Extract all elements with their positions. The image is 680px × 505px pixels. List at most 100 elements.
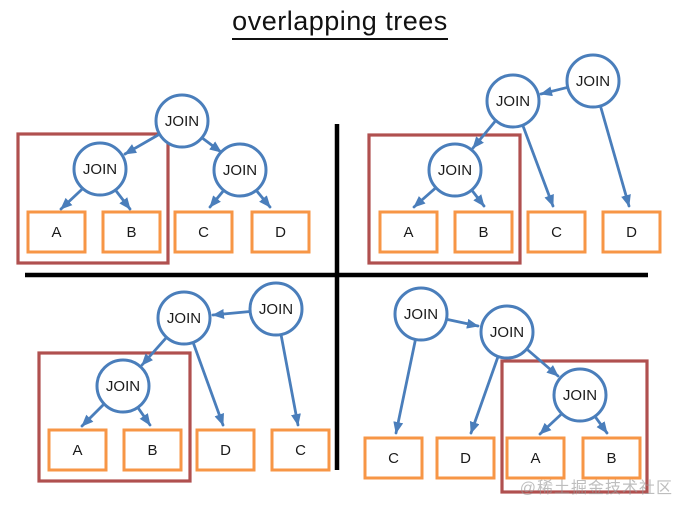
leaf-box-b xyxy=(581,436,642,480)
overlap-group-box xyxy=(500,359,649,494)
leaf-boxes xyxy=(378,210,662,254)
leaf-label: D xyxy=(275,224,286,241)
edge-join-to-leaf-b xyxy=(114,188,132,211)
leaf-box-c xyxy=(173,210,234,254)
join-label: JOIN xyxy=(223,162,257,179)
join-node-right xyxy=(248,281,304,337)
join-node-top xyxy=(565,53,621,109)
leaf-boxes xyxy=(363,436,642,480)
leaf-box-d xyxy=(601,210,662,254)
join-label: JOIN xyxy=(167,310,201,327)
edge-root-to-left-join xyxy=(123,132,162,156)
edge-mid-to-leaf-d xyxy=(469,354,500,435)
overlap-group-box xyxy=(367,133,522,265)
edge-join-to-leaf-b xyxy=(136,405,152,427)
leaf-box-a xyxy=(378,210,439,254)
quadrant-top-left: JOIN JOIN JOIN A B C D xyxy=(16,93,311,265)
edge-mid-to-inner-join xyxy=(525,347,560,378)
edge-top-to-mid-join xyxy=(539,85,570,97)
leaf-label: D xyxy=(220,442,231,459)
join-label: JOIN xyxy=(106,378,140,395)
leaf-label: A xyxy=(403,224,413,241)
edge-left-to-leaf-c xyxy=(393,337,417,435)
edge-join-to-leaf-a xyxy=(412,186,438,209)
join-label: JOIN xyxy=(404,306,438,323)
leaf-label: B xyxy=(478,224,488,241)
join-node-mid xyxy=(156,290,212,346)
tree-edges xyxy=(393,317,609,436)
edge-mid-to-leaf-d xyxy=(191,340,225,427)
edge-root-to-right-join xyxy=(200,136,223,154)
labels: JOIN JOIN JOIN A B C D xyxy=(403,73,637,241)
join-nodes xyxy=(393,286,608,423)
edge-join-to-leaf-a xyxy=(59,187,85,211)
leaf-box-c xyxy=(363,436,424,480)
join-label: JOIN xyxy=(165,113,199,130)
join-label: JOIN xyxy=(496,93,530,110)
edge-join-to-leaf-d xyxy=(254,188,272,209)
leaf-label: C xyxy=(295,442,306,459)
leaf-box-a xyxy=(505,436,566,480)
join-node-inner xyxy=(552,367,608,423)
join-node-inner xyxy=(427,142,483,198)
labels: JOIN JOIN JOIN C D A B xyxy=(388,306,616,467)
watermark: @稀土掘金技术社区 xyxy=(519,480,673,497)
join-label: JOIN xyxy=(438,162,472,179)
join-label: JOIN xyxy=(576,73,610,90)
join-nodes xyxy=(72,93,268,198)
labels: JOIN JOIN JOIN A B C D xyxy=(51,113,286,241)
overlap-group-box xyxy=(37,351,192,483)
quadrant-bottom-right: JOIN JOIN JOIN C D A B xyxy=(363,286,649,494)
page-title: overlapping trees xyxy=(0,6,680,40)
join-node-mid xyxy=(485,73,541,129)
leaf-box-c xyxy=(526,210,587,254)
leaf-label: D xyxy=(460,450,471,467)
edge-join-to-leaf-a xyxy=(538,412,564,436)
tree-edges xyxy=(80,308,301,428)
leaf-box-b xyxy=(122,428,183,472)
edge-mid-to-inner-join xyxy=(140,335,169,367)
leaf-label: B xyxy=(606,450,616,467)
leaf-box-c xyxy=(270,428,331,472)
join-node-mid xyxy=(479,304,535,360)
leaf-label: A xyxy=(530,450,540,467)
join-node-left xyxy=(393,286,449,342)
join-nodes xyxy=(427,53,621,198)
leaf-label: B xyxy=(147,442,157,459)
edge-mid-to-inner-join xyxy=(471,119,498,150)
join-label: JOIN xyxy=(563,387,597,404)
leaf-label: C xyxy=(388,450,399,467)
edge-right-to-mid-join xyxy=(211,308,252,319)
join-nodes xyxy=(95,281,304,414)
join-label: JOIN xyxy=(83,161,117,178)
leaf-box-a xyxy=(26,210,87,254)
leaf-box-a xyxy=(47,428,108,472)
quadrant-bottom-left: JOIN JOIN JOIN A B D C xyxy=(37,281,331,483)
edge-top-to-leaf-d xyxy=(599,104,631,208)
edge-join-to-leaf-b xyxy=(593,414,609,435)
leaf-box-b xyxy=(453,210,514,254)
join-node-right xyxy=(212,142,268,198)
quadrant-dividers xyxy=(25,124,648,470)
leaf-boxes xyxy=(47,428,331,472)
edge-join-to-leaf-b xyxy=(469,187,486,208)
leaf-boxes xyxy=(26,210,311,254)
leaf-label: A xyxy=(51,224,61,241)
leaf-box-b xyxy=(101,210,162,254)
leaf-label: B xyxy=(126,224,136,241)
leaf-box-d xyxy=(250,210,311,254)
leaf-label: D xyxy=(626,224,637,241)
overlap-group-box xyxy=(16,132,170,265)
quadrant-top-right: JOIN JOIN JOIN A B C D xyxy=(367,53,662,265)
leaf-label: C xyxy=(551,224,562,241)
leaf-label: C xyxy=(198,224,209,241)
leaf-label: A xyxy=(72,442,82,459)
edge-join-to-leaf-a xyxy=(80,402,106,428)
tree-edges xyxy=(412,85,631,209)
join-label: JOIN xyxy=(490,324,524,341)
leaf-box-d xyxy=(195,428,256,472)
tree-edges xyxy=(59,132,272,211)
edge-right-to-leaf-c xyxy=(279,333,301,427)
